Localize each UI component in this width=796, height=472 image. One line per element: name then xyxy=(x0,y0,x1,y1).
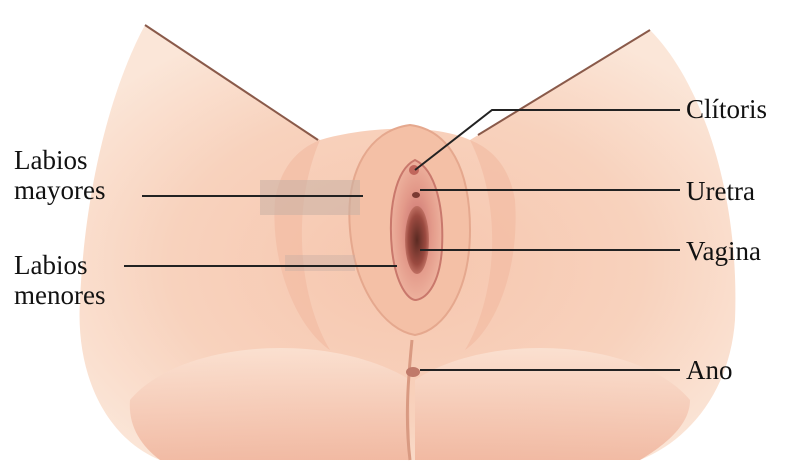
label-labios-mayores-line2: mayores xyxy=(14,175,105,205)
blur-patch-1 xyxy=(260,180,360,215)
urethra xyxy=(412,192,420,198)
blur-patch-2 xyxy=(285,255,355,271)
label-labios-menores-line1: Labios xyxy=(14,250,105,280)
vaginal-opening xyxy=(405,206,429,274)
clitoris xyxy=(409,165,419,175)
label-labios-menores-line2: menores xyxy=(14,280,105,310)
label-vagina: Vagina xyxy=(686,236,761,266)
label-uretra: Uretra xyxy=(686,176,755,206)
label-clitoris: Clítoris xyxy=(686,94,767,124)
label-ano: Ano xyxy=(686,355,733,385)
label-labios-mayores: Labios mayores xyxy=(14,145,105,205)
label-labios-menores: Labios menores xyxy=(14,250,105,310)
label-labios-mayores-line1: Labios xyxy=(14,145,105,175)
